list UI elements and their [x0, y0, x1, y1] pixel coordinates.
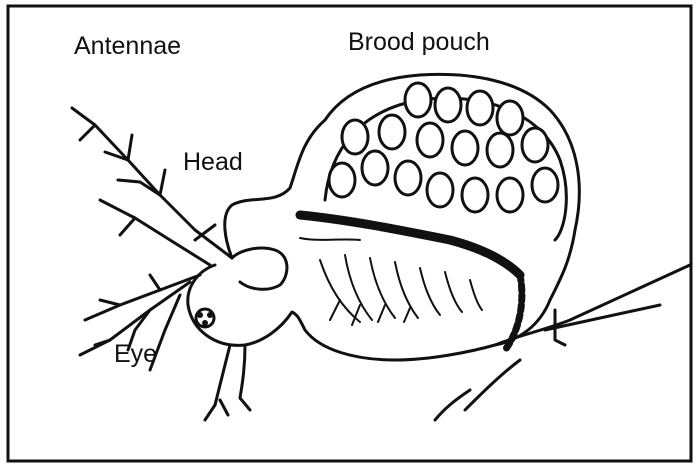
egg-14 — [427, 173, 453, 207]
egg-15 — [462, 178, 488, 212]
egg-8 — [452, 131, 478, 165]
compound-eye — [196, 309, 214, 327]
label-eye: Eye — [114, 340, 157, 368]
egg-4 — [497, 101, 523, 135]
egg-9 — [487, 133, 513, 167]
egg-12 — [362, 151, 388, 185]
egg-5 — [342, 120, 368, 154]
egg-6 — [379, 115, 405, 149]
egg-17 — [532, 168, 558, 202]
egg-11 — [329, 163, 355, 197]
egg-3 — [467, 91, 493, 125]
egg-7 — [417, 123, 443, 157]
egg-10 — [522, 128, 548, 162]
egg-1 — [405, 83, 431, 117]
egg-2 — [435, 88, 461, 122]
label-head: Head — [183, 148, 243, 176]
egg-16 — [497, 178, 523, 212]
egg-13 — [395, 161, 421, 195]
diagram-frame — [8, 6, 691, 461]
label-brood-pouch: Brood pouch — [348, 28, 490, 56]
label-antennae: Antennae — [74, 32, 181, 60]
